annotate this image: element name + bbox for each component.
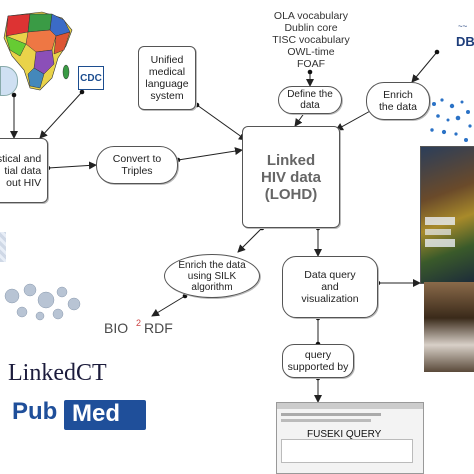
edge-lohd-to-silk <box>237 227 263 253</box>
side-image <box>0 232 6 262</box>
vocab-item: OWL-time <box>287 46 335 58</box>
bio2rdf-logo: BIO 2 RDF <box>104 318 173 336</box>
node-silk: Enrich the data using SILK algorithm <box>164 254 260 298</box>
node-statistical-data: stical and tial data out HIV <box>0 138 48 203</box>
photo-image <box>424 282 474 372</box>
dbpedia-logo: ~~ DBp <box>456 22 474 49</box>
vocabulary-list: OLA vocabulary Dublin core TISC vocabula… <box>256 10 366 70</box>
vocab-item: OLA vocabulary <box>273 10 349 22</box>
fuseki-screenshot: FUSEKI QUERY <box>276 402 424 474</box>
edge-cdc-to-stat <box>39 91 83 139</box>
network-graph-image <box>4 283 81 321</box>
edge-umls-to-lohd <box>196 104 247 141</box>
pubmed-logo: Pub Med <box>8 398 148 434</box>
edge-convert-to-lohd <box>177 147 243 161</box>
vocab-item: Dublin core <box>284 22 338 34</box>
node-umls: Unified medical language system <box>138 46 196 110</box>
node-lohd: Linked HIV data (LOHD) <box>242 126 340 228</box>
vocab-item: FOAF <box>297 58 325 70</box>
edge-enrich-to-lohd <box>335 109 373 131</box>
fuseki-label: FUSEKI QUERY <box>307 429 382 440</box>
data-cloud-image <box>430 98 472 142</box>
vocab-item: TISC vocabulary <box>272 34 350 46</box>
linkedct-logo: LinkedCT <box>8 360 107 386</box>
node-data-query-visualization: Data query and visualization <box>282 256 378 318</box>
edge-dbpedia-to-enrich <box>411 51 438 83</box>
africa-map-image <box>3 11 73 91</box>
edge-silk-to-bio2rdf <box>151 295 186 317</box>
edge-stat-to-convert <box>47 161 97 170</box>
cdc-logo: CDC <box>78 66 104 90</box>
visualization-map-image <box>420 146 474 284</box>
edge-define-to-lohd <box>294 111 306 127</box>
